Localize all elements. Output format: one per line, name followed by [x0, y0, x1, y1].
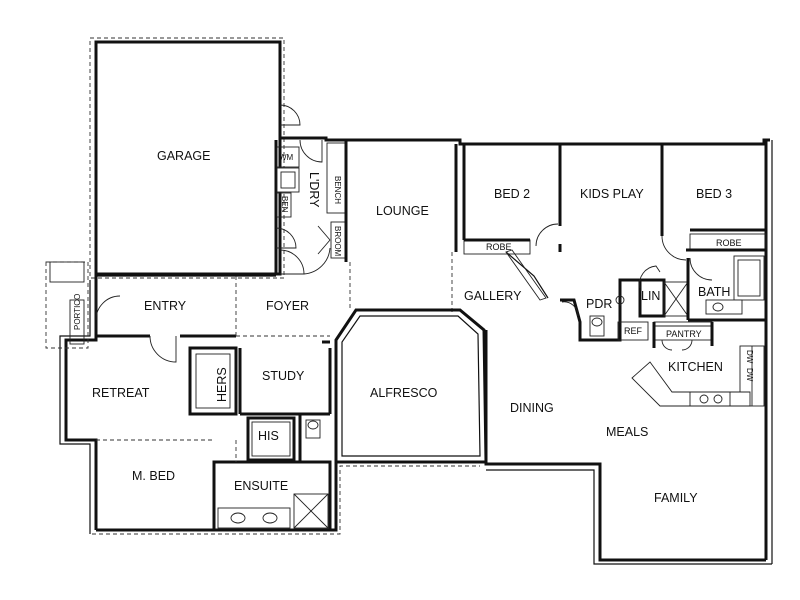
bedroom-walls: [462, 144, 767, 255]
bench-label: BENCH: [333, 176, 342, 204]
laundry-garage-door: [275, 227, 297, 249]
pantry-label: PANTRY: [666, 329, 702, 339]
lin-label: LIN: [641, 289, 660, 303]
bed2-door: [535, 223, 559, 247]
meals-label: MEALS: [606, 425, 648, 439]
bed2-label: BED 2: [494, 187, 530, 201]
garage-internal-door: [279, 249, 305, 275]
his-label: HIS: [258, 429, 279, 443]
bed3-label: BED 3: [696, 187, 732, 201]
portico: PORTICO: [45, 261, 89, 349]
master-bed-label: M. BED: [132, 469, 175, 483]
garage-side-door: [279, 104, 301, 126]
bath-label: BATH: [698, 285, 730, 299]
lounge-alfresco-walls: [334, 140, 488, 464]
portico-label: PORTICO: [73, 294, 82, 330]
family-label: FAMILY: [654, 491, 698, 505]
entry-label: ENTRY: [144, 299, 187, 313]
dining-label: DINING: [510, 401, 554, 415]
robe-bed2-label: ROBE: [486, 242, 512, 252]
laundry-label: L'DRY: [307, 172, 321, 208]
laundry-hall-door: [303, 247, 331, 275]
wet-area-walls: [505, 249, 766, 342]
portico-door: [95, 295, 121, 321]
alfresco-label: ALFRESCO: [370, 386, 438, 400]
broom-label: BROOM: [333, 226, 342, 257]
hers-label: HERS: [215, 367, 229, 402]
ben-label: BEN: [280, 196, 289, 213]
garage-walls: [89, 37, 285, 279]
pdr-label: PDR: [586, 297, 612, 311]
kids-play-label: KIDS PLAY: [580, 187, 644, 201]
wm-label: WM: [279, 153, 294, 162]
interior-walls-front: [95, 275, 332, 532]
laundry-door: [299, 139, 323, 163]
bed3-door: [661, 235, 687, 261]
ref-label: REF: [624, 326, 643, 336]
entry-door: [149, 335, 177, 363]
study-label: STUDY: [262, 369, 305, 383]
ensuite-label: ENSUITE: [234, 479, 288, 493]
foyer-label: FOYER: [266, 299, 309, 313]
retreat-label: RETREAT: [92, 386, 150, 400]
kitchen-label: KITCHEN: [668, 360, 723, 374]
laundry-walls: [274, 136, 348, 274]
dw-label-1: DW: [745, 350, 754, 364]
dw-label-2: DW: [745, 368, 754, 382]
gallery-label: GALLERY: [464, 289, 522, 303]
garage-label: GARAGE: [157, 149, 211, 163]
kitchen-fixtures: DW DW: [617, 321, 765, 407]
robe-bed3-label: ROBE: [716, 238, 742, 248]
lounge-label: LOUNGE: [376, 204, 429, 218]
lin-door: [639, 265, 661, 289]
pdr-door: [561, 301, 579, 317]
bath-door: [689, 257, 713, 281]
